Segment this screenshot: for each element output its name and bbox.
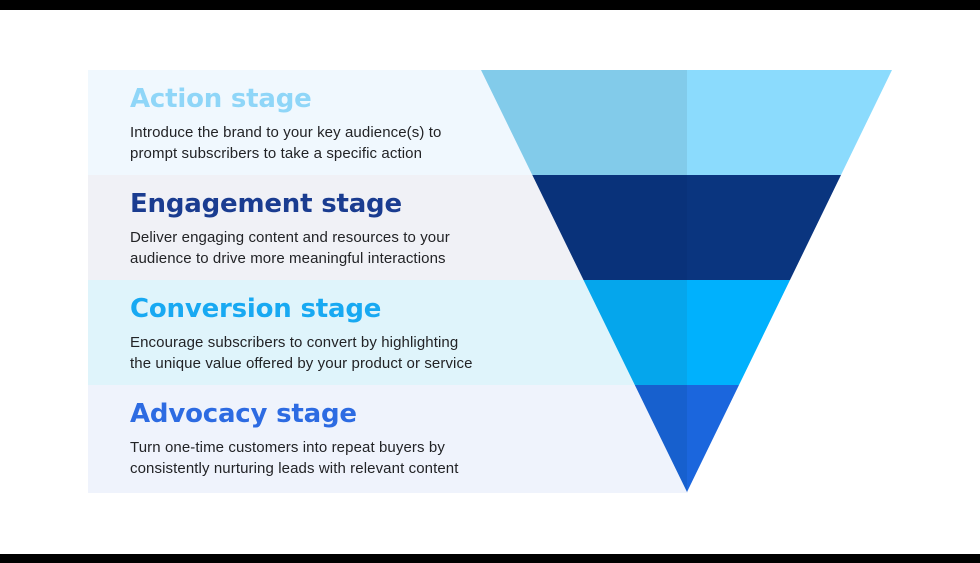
description-line: consistently nurturing leads with releva…	[130, 460, 459, 478]
funnel-band-engagement-right	[687, 175, 841, 280]
stage-description-action: Introduce the brand to your key audience…	[130, 122, 688, 165]
description-line: Turn one-time customers into repeat buye…	[130, 438, 445, 456]
stage-title-engagement: Engagement stage	[130, 189, 402, 219]
description-line: audience to drive more meaningful intera…	[130, 250, 446, 268]
bottom-frame-bar	[0, 554, 980, 563]
stage-row-action: Action stage Introduce the brand to your…	[88, 70, 688, 175]
stage-description-engagement: Deliver engaging content and resources t…	[130, 227, 688, 270]
top-frame-bar	[0, 0, 980, 10]
stage-row-engagement: Engagement stage Deliver engaging conten…	[88, 175, 688, 280]
stage-row-advocacy: Advocacy stage Turn one-time customers i…	[88, 385, 688, 493]
description-line: the unique value offered by your product…	[130, 355, 473, 373]
funnel-band-advocacy-right	[687, 385, 739, 492]
description-line: Deliver engaging content and resources t…	[130, 228, 450, 246]
funnel-band-conversion-right	[687, 280, 790, 385]
description-line: Introduce the brand to your key audience…	[130, 123, 442, 141]
description-line: prompt subscribers to take a specific ac…	[130, 145, 423, 163]
stage-description-advocacy: Turn one-time customers into repeat buye…	[130, 437, 688, 480]
stage-row-conversion: Conversion stage Encourage subscribers t…	[88, 280, 688, 385]
stage-title-action: Action stage	[130, 84, 312, 114]
stage-title-conversion: Conversion stage	[130, 294, 382, 324]
stage-description-conversion: Encourage subscribers to convert by high…	[130, 332, 688, 375]
description-line: Encourage subscribers to convert by high…	[130, 333, 459, 351]
funnel-band-action-right	[687, 70, 892, 175]
stage-title-advocacy: Advocacy stage	[130, 399, 357, 429]
